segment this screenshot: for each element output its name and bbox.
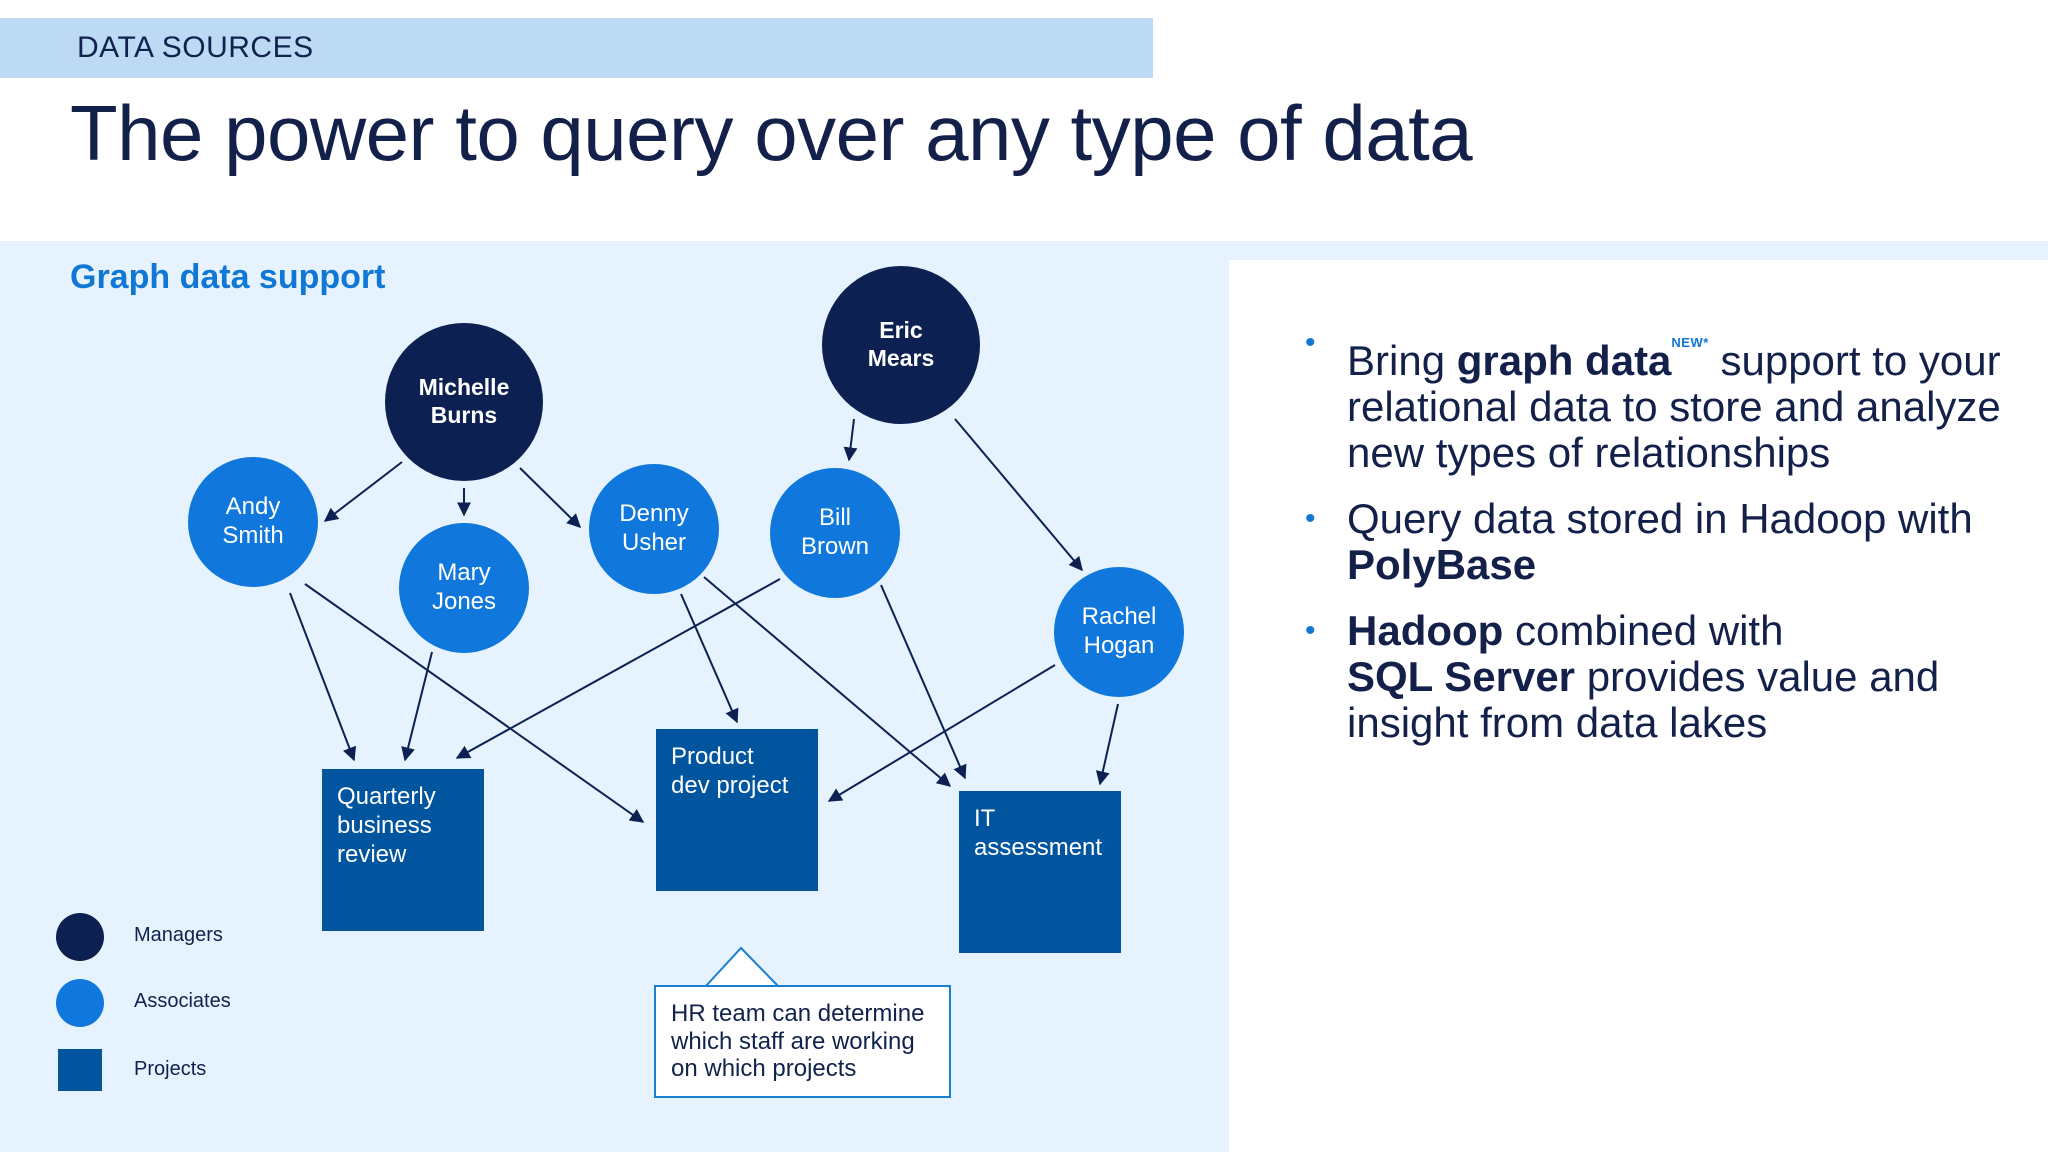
project-node-it-assessment: IT assessment bbox=[959, 791, 1121, 953]
bullet-text: Query data stored in Hadoop with bbox=[1347, 495, 1973, 542]
bullet-bold-text: graph data bbox=[1456, 337, 1672, 384]
associate-node-rachel-hogan: Rachel Hogan bbox=[1054, 567, 1184, 697]
associate-node-mary-jones: Mary Jones bbox=[399, 523, 529, 653]
bullet-text: support to your relational data to store… bbox=[1347, 337, 2001, 476]
node-label: Bill Brown bbox=[800, 504, 870, 560]
legend-project-swatch bbox=[58, 1049, 102, 1091]
project-node-quarterly-business-review: Quarterly business review bbox=[322, 769, 484, 931]
bullet-text: Bring bbox=[1347, 337, 1457, 384]
bullet-bold-text: SQL Server bbox=[1347, 653, 1576, 700]
node-label: Mary Jones bbox=[431, 559, 497, 615]
hr-callout: HR team can determine which staff are wo… bbox=[654, 985, 951, 1098]
associate-node-bill-brown: Bill Brown bbox=[770, 468, 900, 598]
manager-node-eric-mears: Eric Mears bbox=[822, 266, 980, 424]
panel-top-strip bbox=[1229, 241, 2048, 260]
bullet-polybase: • Query data stored in Hadoop with PolyBa… bbox=[1305, 496, 2005, 588]
section-label: DATA SOURCES bbox=[77, 31, 314, 64]
section-header-bar: DATA SOURCES bbox=[0, 18, 1153, 78]
new-badge: NEW* bbox=[1671, 335, 1709, 350]
bullet-text: provides value and insight from data lak… bbox=[1347, 653, 1940, 746]
node-label: Eric Mears bbox=[867, 317, 935, 371]
legend-label: Projects bbox=[134, 1058, 207, 1080]
node-label: Denny Usher bbox=[619, 500, 689, 556]
slide-title: The power to query over any type of data bbox=[70, 89, 1473, 177]
legend-manager-swatch bbox=[56, 913, 104, 961]
bullet-list: • Bring graph dataNEW* support to your re… bbox=[1305, 320, 2005, 766]
bullet-bold-text: Hadoop bbox=[1347, 607, 1504, 654]
legend-associate-swatch bbox=[56, 979, 104, 1027]
bullet-graph-data: • Bring graph dataNEW* support to your re… bbox=[1305, 320, 2005, 476]
diagram-panel bbox=[0, 241, 1229, 1152]
manager-node-michelle-burns: Michelle Burns bbox=[385, 323, 543, 481]
project-node-product-dev-project: Product dev project bbox=[656, 729, 818, 891]
bullet-dot: • bbox=[1305, 502, 1316, 535]
legend-label: Associates bbox=[134, 990, 231, 1012]
bullet-dot: • bbox=[1305, 614, 1316, 647]
node-label: Andy Smith bbox=[222, 493, 284, 549]
callout-pointer bbox=[704, 946, 780, 988]
bullet-dot: • bbox=[1305, 326, 1316, 359]
node-label: Rachel Hogan bbox=[1081, 603, 1157, 659]
bullet-text: combined with bbox=[1503, 607, 1784, 654]
associate-node-andy-smith: Andy Smith bbox=[188, 457, 318, 587]
bullet-hadoop-sql: • Hadoop combined with SQL Server provide… bbox=[1305, 608, 2005, 746]
node-label: Michelle Burns bbox=[418, 374, 510, 428]
legend-label: Managers bbox=[134, 924, 223, 946]
associate-node-denny-usher: Denny Usher bbox=[589, 464, 719, 594]
diagram-title: Graph data support bbox=[70, 258, 386, 296]
bullet-bold-text: PolyBase bbox=[1347, 541, 1537, 588]
